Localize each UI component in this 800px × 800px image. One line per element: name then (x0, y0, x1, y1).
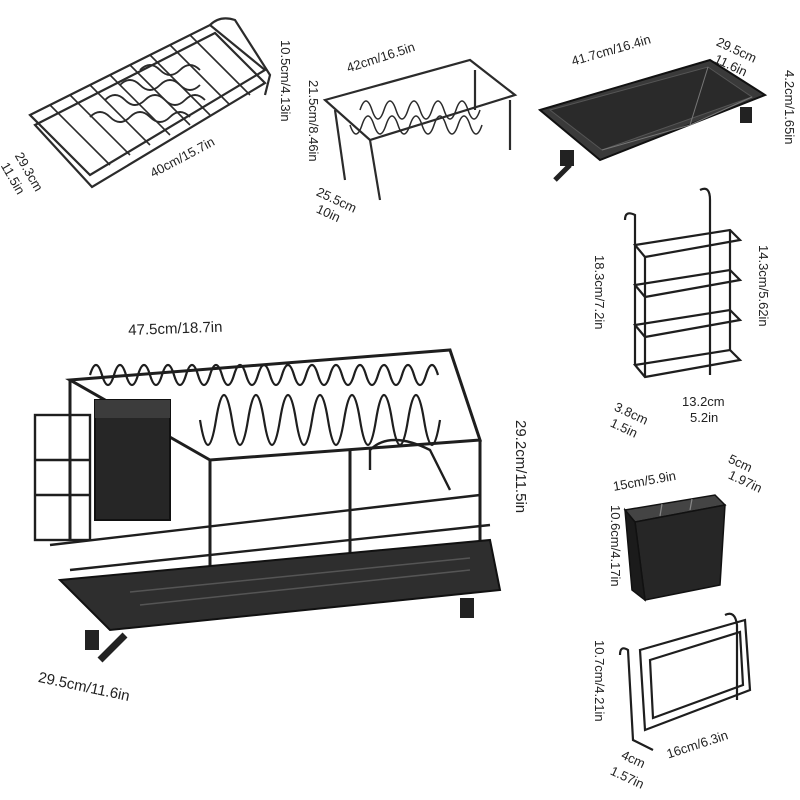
main-rack-illustration (30, 330, 510, 670)
utensil-holder-depth-in-label: 1.97in (726, 467, 765, 496)
main-rack-depth-label: 29.5cm/11.6in (36, 669, 132, 706)
board-holder-width-label: 13.2cm (682, 394, 725, 409)
utensil-holder-height-label: 10.6cm/4.17in (608, 505, 623, 587)
upper-rack-illustration (10, 5, 280, 215)
cup-rack-illustration (305, 40, 530, 210)
lid-holder-illustration (615, 610, 765, 751)
upper-rack-height-label: 10.5cm/4.13in (278, 40, 293, 122)
main-rack-width-label: 47.5cm/18.7in (127, 318, 223, 339)
main-rack-height-label: 29.2cm/11.5in (512, 420, 529, 514)
utensil-holder-illustration (620, 490, 730, 605)
drip-tray-height-label: 4.2cm/1.65in (782, 70, 797, 145)
board-holder-outer-height-label: 18.3cm/7.2in (592, 255, 607, 330)
drip-tray-illustration (537, 55, 770, 185)
cup-rack-height-label: 21.5cm/8.46in (306, 80, 321, 162)
board-holder-illustration (620, 185, 760, 405)
lid-holder-height-label: 10.7cm/4.21in (592, 640, 607, 722)
board-holder-inner-height-label: 14.3cm/5.62in (756, 245, 771, 327)
board-holder-width-in-label: 5.2in (690, 410, 719, 425)
